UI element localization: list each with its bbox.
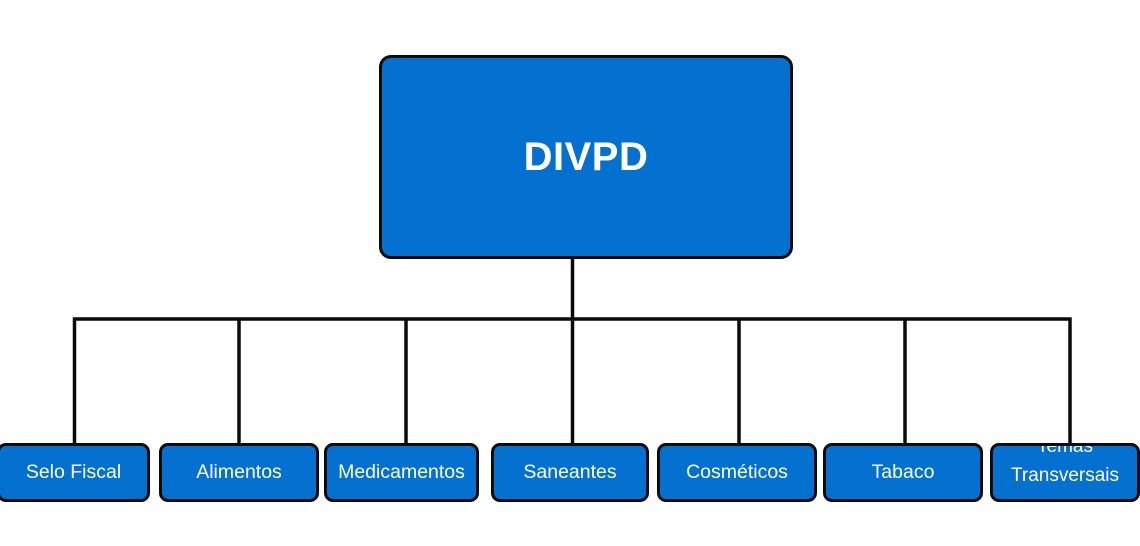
child-node-tabaco: Tabaco [823,443,983,502]
root-node-divpd: DIVPD [379,55,793,259]
child-node-label: Selo Fiscal [25,461,122,483]
child-node-medicamentos: Medicamentos [324,443,479,502]
child-node-label: Tabaco [871,461,935,483]
child-node-alimentos: Alimentos [159,443,319,502]
child-node-label: Alimentos [196,461,282,483]
child-node-label: Saneantes [523,461,617,483]
child-node-label: Temas Transversais [1010,443,1120,486]
child-node-cosmeticos: Cosméticos [657,443,817,502]
child-node-label: Cosméticos [686,461,788,483]
child-node-saneantes: Saneantes [491,443,649,502]
child-node-label: Medicamentos [338,461,465,483]
root-node-label: DIVPD [523,134,649,179]
child-node-temas-transversais: Temas Transversais [990,443,1140,502]
child-node-selo-fiscal: Selo Fiscal [0,443,150,502]
